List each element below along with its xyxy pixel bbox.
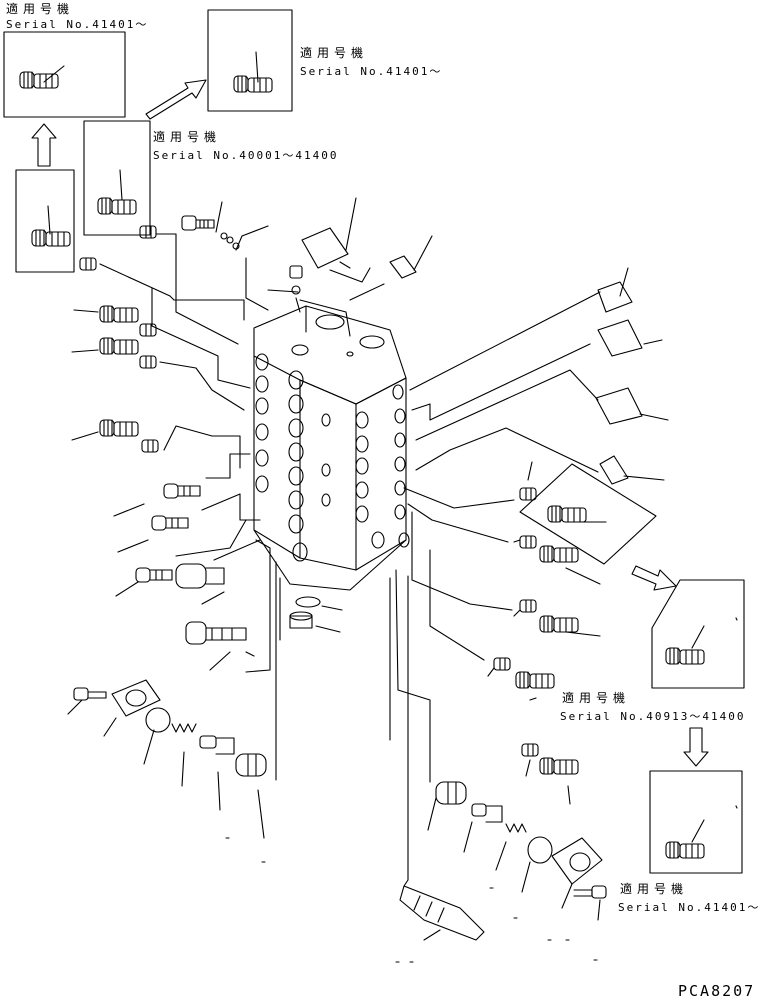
applicable-label-top-left: 適用号機 <box>6 2 75 16</box>
bolt-part <box>74 688 106 700</box>
spring-part <box>506 824 526 832</box>
fitting-part <box>290 266 302 294</box>
serial-label-bottom-right: Serial No.41401～ <box>618 901 761 914</box>
plug-part <box>522 744 538 756</box>
o-ring-part <box>528 837 552 863</box>
spring-part <box>172 724 196 732</box>
bolt-part <box>574 886 606 898</box>
piston-part <box>472 804 502 822</box>
dash-marks <box>226 838 597 962</box>
right-parts <box>488 268 668 804</box>
bolt-part <box>182 216 239 249</box>
serial-label-mid: Serial No.40001～41400 <box>153 149 339 162</box>
relief-valve-part <box>32 230 70 246</box>
spool-part <box>186 622 254 656</box>
bolt-part <box>164 484 200 498</box>
plug-part <box>142 440 158 452</box>
cover-flange-part <box>552 838 602 884</box>
solenoid-valve-part <box>600 456 628 484</box>
piston-part <box>200 736 234 754</box>
plug-part <box>520 600 536 612</box>
plug-part <box>140 324 156 336</box>
solenoid-valve-part <box>598 282 632 312</box>
bolt-part <box>136 568 172 582</box>
relief-valve-part <box>540 616 578 632</box>
relief-valve-part <box>100 420 138 436</box>
sleeve-part <box>236 754 266 776</box>
inset-box-top-left <box>4 32 125 117</box>
inset-box-bottom-right <box>650 771 742 873</box>
inset-box-right-mid <box>652 580 744 688</box>
relief-valve-part <box>98 198 136 214</box>
plug-part <box>290 612 312 628</box>
solenoid-valve-part <box>596 388 642 424</box>
plug-part <box>80 258 96 270</box>
relief-valve-part <box>100 338 138 354</box>
applicable-label-mid: 適用号機 <box>153 130 222 144</box>
o-ring-part <box>296 597 320 607</box>
applicable-label-right-mid: 適用号機 <box>562 691 631 705</box>
relief-valve-part <box>516 672 554 688</box>
serial-label-top-right: Serial No.41401～ <box>300 65 443 78</box>
relief-valve-part <box>540 758 578 774</box>
applicable-label-bottom-right: 適用号機 <box>620 882 689 896</box>
arrow-right-down-icon <box>632 566 676 590</box>
applicable-label-top-right: 適用号機 <box>300 46 369 60</box>
relief-valve-part <box>100 306 138 322</box>
control-valve-body <box>254 306 409 590</box>
bolt-part <box>152 516 188 530</box>
check-valve-part <box>176 564 224 588</box>
assembly-leader-lines <box>100 234 600 886</box>
plug-part <box>494 658 510 670</box>
plug-part <box>140 226 156 238</box>
serial-label-right-mid: Serial No.40913～41400 <box>560 710 746 723</box>
top-parts <box>216 198 432 312</box>
relief-valve-part <box>20 72 58 88</box>
serial-label-top-left: Serial No.41401～ <box>6 18 149 31</box>
cover-flange-part <box>112 680 160 716</box>
relief-valve-part <box>234 76 272 92</box>
inset-box-right <box>520 464 656 564</box>
left-parts <box>68 216 266 838</box>
relief-valve-part <box>548 506 586 522</box>
arrow-up-icon <box>32 124 56 166</box>
spool-part <box>400 886 484 940</box>
relief-valve-part <box>666 842 704 858</box>
plug-part <box>520 488 536 500</box>
solenoid-valve-part <box>598 320 642 356</box>
plug-part <box>140 356 156 368</box>
drawing-code: PCA8207 <box>678 982 756 1000</box>
plug-part <box>520 536 536 548</box>
sleeve-part <box>436 782 466 804</box>
solenoid-valve-part <box>390 256 416 278</box>
bottom-parts <box>290 597 606 940</box>
o-ring-part <box>146 708 170 732</box>
inset-box-top-right <box>208 10 292 111</box>
arrow-right-up-icon <box>146 80 206 119</box>
solenoid-valve-part <box>302 228 350 268</box>
inset-box-left <box>16 170 74 272</box>
arrow-down-icon <box>684 728 708 766</box>
inset-box-mid <box>84 121 150 235</box>
relief-valve-part <box>540 546 578 562</box>
relief-valve-part <box>666 648 704 664</box>
